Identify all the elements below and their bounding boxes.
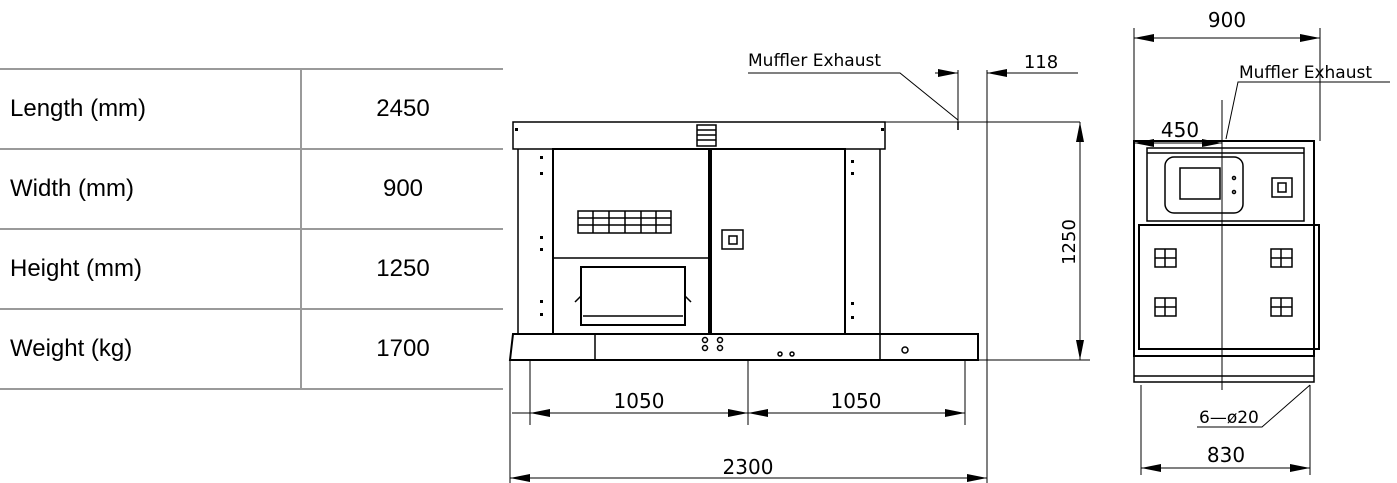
dim-2300-label: 2300 [723, 455, 774, 479]
side-muffler-leader [1225, 81, 1390, 140]
side-dimensions [1133, 28, 1390, 475]
holes-label: 6—ø20 [1199, 408, 1259, 428]
side-view [1133, 100, 1320, 390]
front-dimensions [509, 69, 1090, 483]
control-panel-recess [1146, 147, 1305, 222]
dim-450-label: 450 [1161, 118, 1199, 142]
dim-1050-left-label: 1050 [614, 389, 665, 413]
front-base-skid [508, 333, 979, 361]
side-lower-panel [1138, 224, 1320, 350]
spec-label: Length (mm) [10, 95, 147, 122]
holes-leader-line [1197, 384, 1311, 428]
front-muffler-label: Muffler Exhaust [748, 51, 881, 71]
dim-1050-right-label: 1050 [831, 389, 882, 413]
spec-row-width: Width (mm) 900 [0, 149, 505, 229]
spec-table-rules [0, 68, 503, 390]
spec-label: Width (mm) [10, 175, 134, 202]
dim-1250-label: 1250 [1059, 219, 1080, 265]
dim-118-label: 118 [1024, 52, 1058, 73]
spec-row-weight: Weight (kg) 1700 [0, 309, 505, 389]
spec-value: 1250 [376, 255, 430, 282]
front-view [508, 121, 1080, 361]
spec-value: 1700 [376, 335, 430, 362]
muffler-leader-line [748, 72, 959, 121]
spec-row-length: Length (mm) 2450 [0, 69, 505, 149]
spec-table: Length (mm) 2450 Width (mm) 900 Height (… [0, 0, 505, 483]
spec-value: 900 [382, 175, 424, 202]
dim-900-label: 900 [1208, 8, 1246, 32]
side-vent-icon [1154, 248, 1293, 317]
panel-hinge-dots [515, 128, 884, 319]
dim-830-label: 830 [1207, 443, 1245, 467]
side-base-skid [1133, 355, 1315, 383]
spec-value: 2450 [376, 95, 430, 122]
front-door-panel [710, 148, 846, 335]
controller-display-icon [1164, 156, 1244, 214]
side-muffler-label: Muffler Exhaust [1239, 63, 1372, 83]
breaker-icon [1271, 177, 1293, 198]
spec-label: Weight (kg) [10, 335, 133, 362]
door-latch-icon [721, 229, 744, 250]
spec-row-height: Height (mm) 1250 [0, 229, 505, 309]
spec-label: Height (mm) [10, 255, 143, 282]
